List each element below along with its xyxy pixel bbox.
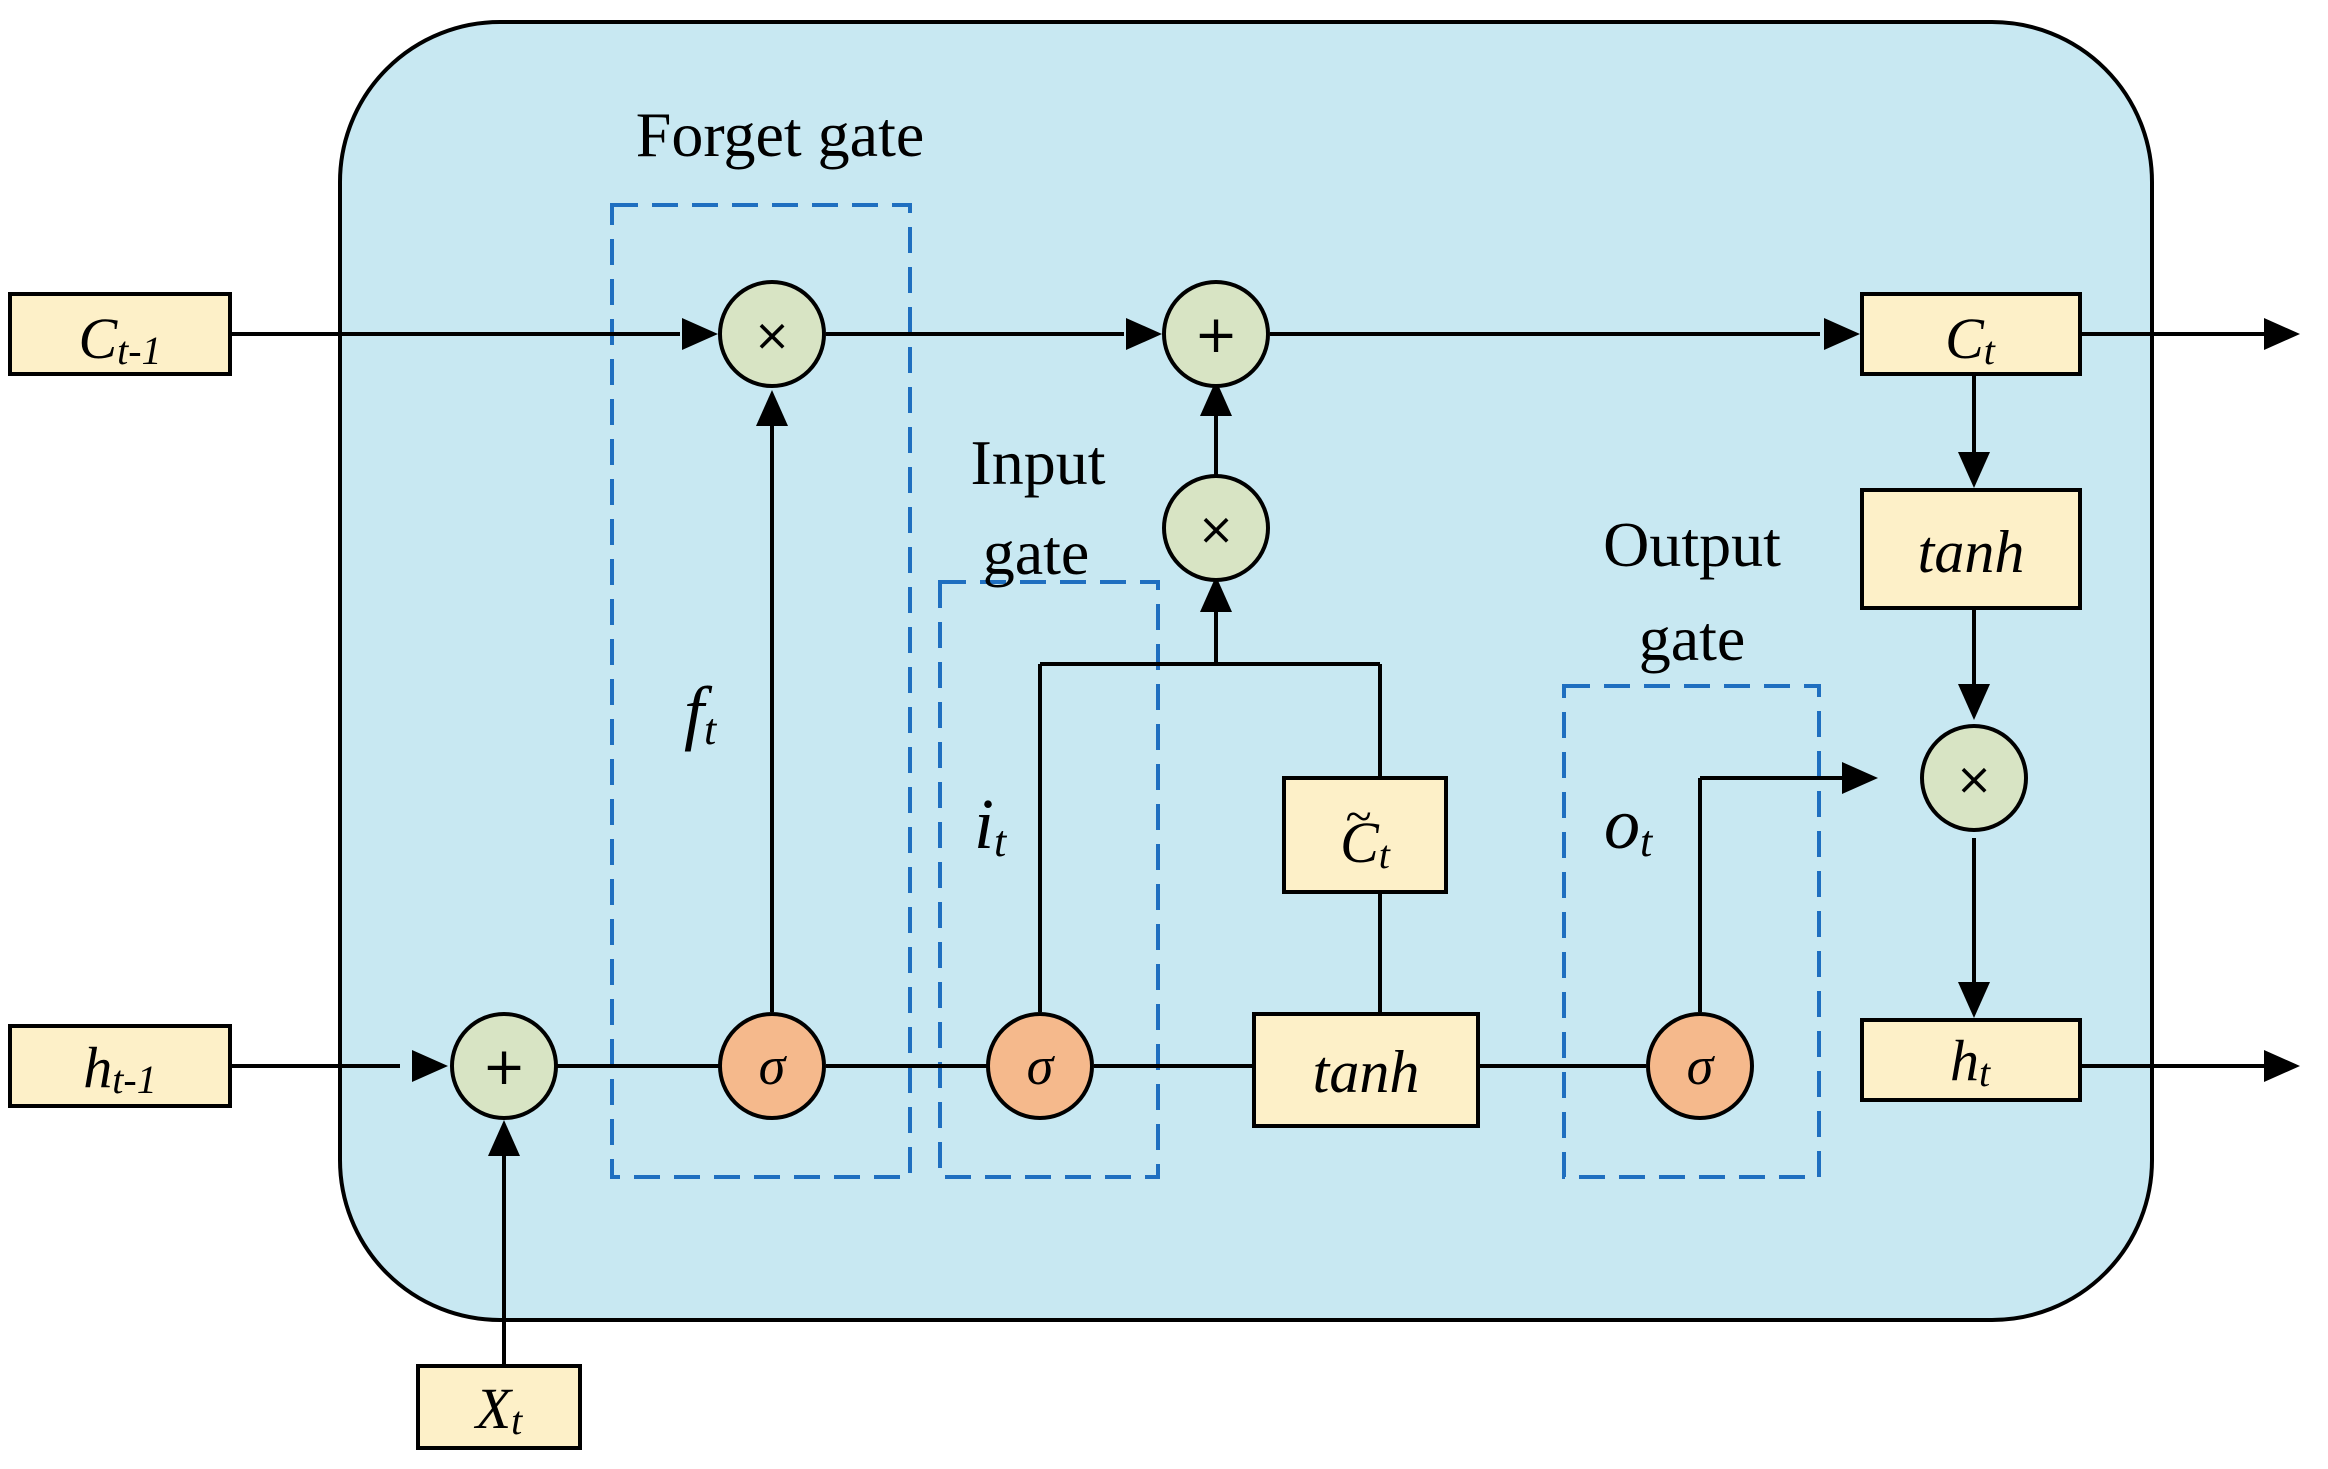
forget-multiply-operator: × [718, 280, 826, 388]
x-main: X [474, 1376, 514, 1441]
h-out-main: h [1950, 1028, 1979, 1093]
c-out-main: C [1945, 306, 1985, 371]
svg-text:Ct-1: Ct-1 [78, 306, 161, 373]
input-gate-region [938, 580, 1160, 1179]
svg-text:σ: σ [759, 1036, 788, 1096]
output-multiply-operator: × [1920, 724, 2028, 832]
svg-text:×: × [754, 310, 791, 361]
c-prev-sub: t-1 [117, 328, 161, 373]
output-gate-region [1562, 684, 1821, 1179]
o-signal-label: ot [1604, 784, 1654, 866]
svg-text:ht: ht [1950, 1028, 1991, 1095]
h-out-sub: t [1979, 1050, 1991, 1095]
svg-text:+: + [482, 1037, 526, 1097]
c-prev-main: C [78, 306, 118, 371]
c-tilde-main: C [1340, 810, 1380, 875]
h-prev-main: h [83, 1035, 112, 1100]
input-gate-label-line2: gate [983, 517, 1090, 588]
c-tilde-sub: t [1379, 832, 1391, 877]
arrowheads [412, 318, 2300, 1156]
cell-add-operator: + [1162, 280, 1270, 388]
h-prev-box: ht-1 [8, 1024, 232, 1108]
svg-text:Xt: Xt [474, 1376, 523, 1443]
input-sigma: σ [986, 1012, 1094, 1120]
tanh-candidate-label: tanh [1313, 1039, 1420, 1105]
tanh-output-label: tanh [1918, 519, 2025, 585]
c-tilde-box: ~ Ct [1282, 776, 1448, 894]
svg-text:Ct: Ct [1340, 810, 1391, 877]
i-signal-label: it [974, 784, 1008, 866]
forget-gate-label: Forget gate [636, 99, 925, 170]
output-gate-label-line1: Output [1603, 509, 1781, 580]
c-out-box: Ct [1860, 292, 2082, 376]
forget-gate-region [610, 203, 912, 1179]
svg-text:σ: σ [1027, 1036, 1056, 1096]
input-add-operator: + [450, 1012, 558, 1120]
input-gate-label-line1: Input [970, 427, 1105, 498]
tanh-candidate-box: tanh [1252, 1012, 1480, 1128]
tanh-output-box: tanh [1860, 488, 2082, 610]
c-prev-box: Ct-1 [8, 292, 232, 376]
svg-text:×: × [1956, 754, 1993, 805]
svg-text:ht-1: ht-1 [83, 1035, 156, 1102]
svg-text:σ: σ [1687, 1036, 1716, 1096]
x-sub: t [511, 1398, 523, 1443]
h-prev-sub: t-1 [112, 1057, 156, 1102]
svg-text:+: + [1194, 305, 1238, 365]
svg-text:Ct: Ct [1945, 306, 1996, 373]
output-gate-label-line2: gate [1639, 603, 1746, 674]
forget-sigma: σ [718, 1012, 826, 1120]
svg-text:×: × [1198, 504, 1235, 555]
c-out-sub: t [1984, 328, 1996, 373]
input-multiply-operator: × [1162, 474, 1270, 582]
x-input-box: Xt [416, 1364, 582, 1450]
h-out-box: ht [1860, 1018, 2082, 1102]
connection-lines [232, 332, 2264, 1366]
c-tilde-mark: ~ [1345, 790, 1371, 843]
output-sigma: σ [1646, 1012, 1754, 1120]
